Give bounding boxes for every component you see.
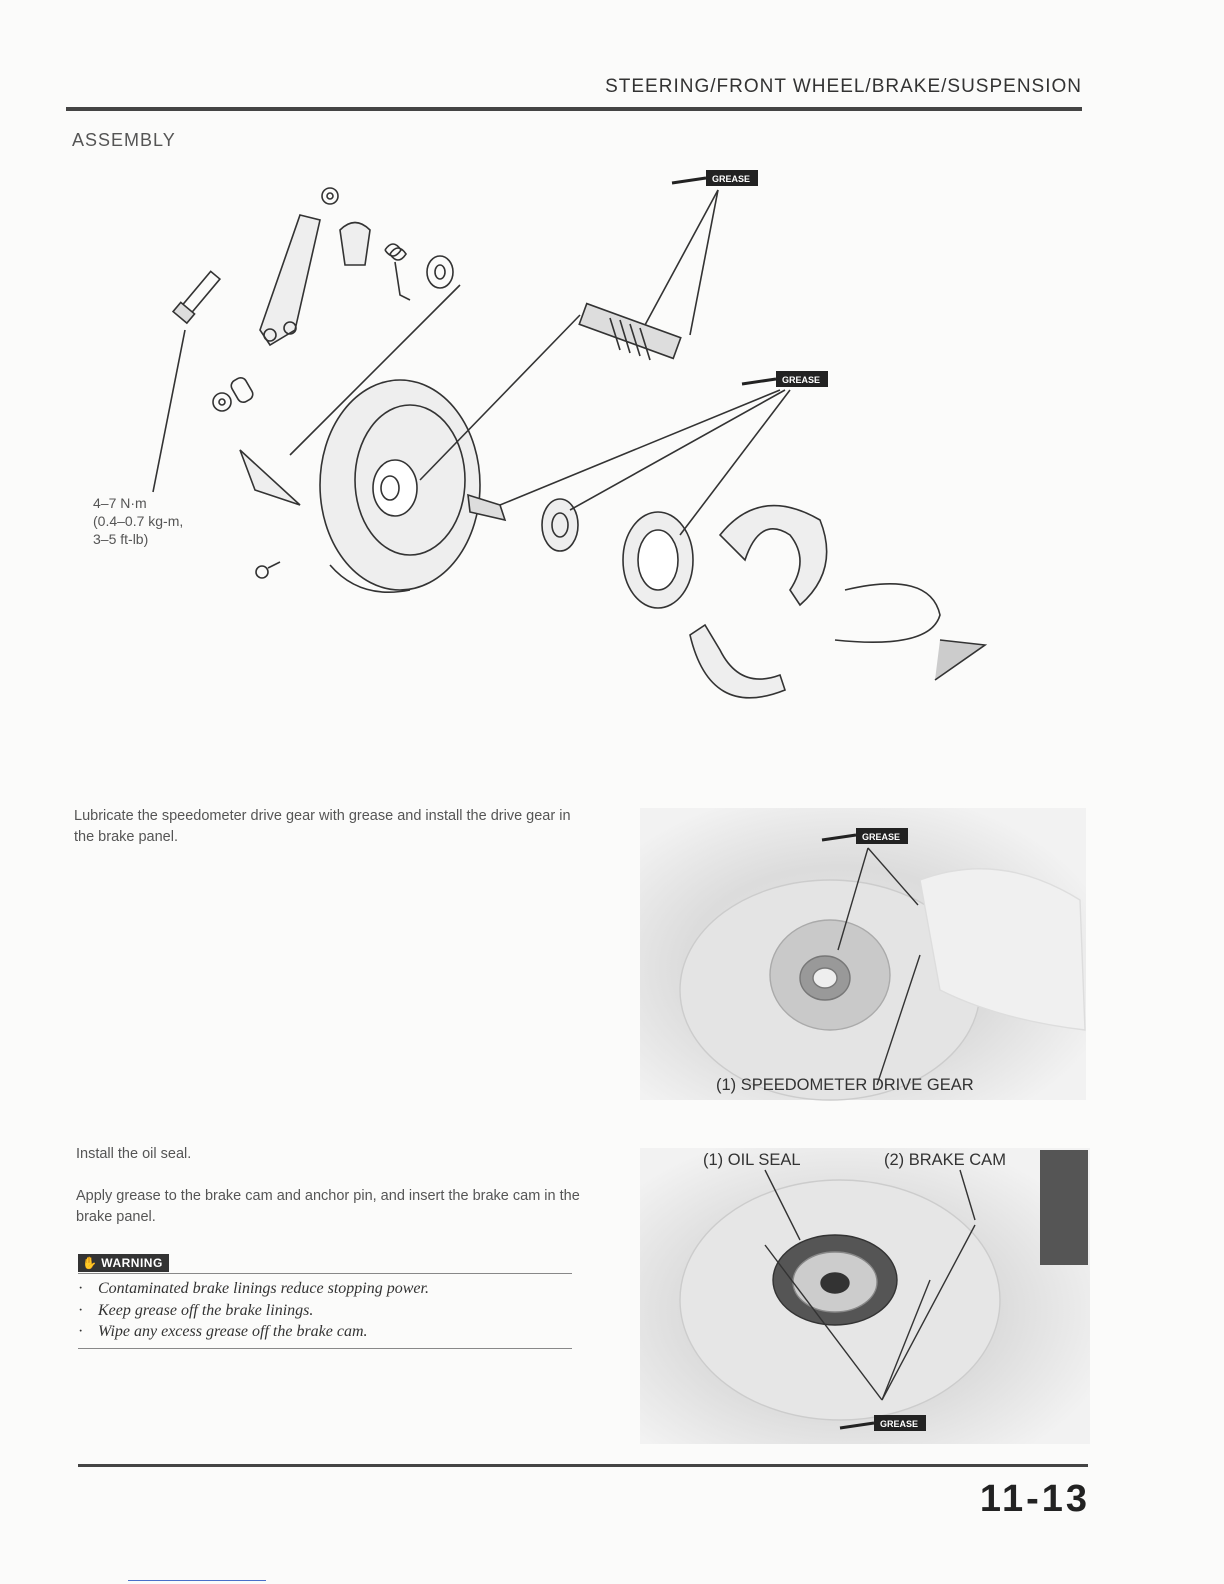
page-header-title: STEERING/FRONT WHEEL/BRAKE/SUSPENSION <box>605 76 1082 97</box>
torque-line: 3–5 ft-lb) <box>93 531 149 547</box>
nut <box>321 187 339 205</box>
bolt <box>171 270 222 325</box>
step-install-seal-text: Install the oil seal. <box>76 1146 192 1162</box>
screw <box>255 565 269 579</box>
grease-tag-photo2: GREASE <box>839 1415 926 1431</box>
speedometer-drive-gear <box>541 498 579 552</box>
wear-indicator <box>339 221 371 266</box>
svg-text:GREASE: GREASE <box>712 174 750 184</box>
grease-tag-middle: GREASE <box>741 371 828 387</box>
assembly-diagram: GREASE GREASE <box>152 170 988 699</box>
footer-rule <box>78 1464 1088 1467</box>
grease-tag-top: GREASE <box>671 170 758 186</box>
torque-line: (0.4–0.7 kg-m, <box>93 513 184 529</box>
footer-link-underline[interactable] <box>128 1580 266 1581</box>
warning-badge: ✋ WARNING <box>78 1254 169 1272</box>
brake-shoe-lower <box>689 623 786 699</box>
step-lubricate-text: Lubricate the speedometer drive gear wit… <box>74 808 571 845</box>
step-apply-grease-text: Apply grease to the brake cam and anchor… <box>76 1188 580 1225</box>
speedometer-shaft <box>578 302 682 361</box>
retaining-clip <box>834 583 941 643</box>
header-rule <box>66 107 1082 111</box>
warning-hand-icon: ✋ <box>82 1256 98 1270</box>
warning-rule-bottom <box>78 1348 572 1349</box>
svg-text:GREASE: GREASE <box>880 1419 918 1429</box>
warning-list: ·Contaminated brake linings reduce stopp… <box>78 1278 572 1343</box>
warning-label: WARNING <box>101 1256 163 1270</box>
warning-rule-top <box>78 1273 572 1274</box>
oil-seal <box>622 511 694 609</box>
photo2-label-brake-cam: (2) BRAKE CAM <box>884 1151 1006 1169</box>
photo1-label: (1) SPEEDOMETER DRIVE GEAR <box>716 1076 974 1094</box>
section-title: ASSEMBLY <box>72 130 176 150</box>
return-spring <box>384 243 411 301</box>
page-number: 11-13 <box>979 1478 1090 1520</box>
brake-shoe-upper <box>718 504 828 607</box>
drive-pin <box>212 377 254 412</box>
warning-item: ·Keep grease off the brake linings. <box>78 1301 314 1319</box>
warning-item: ·Contaminated brake linings reduce stopp… <box>78 1280 429 1297</box>
svg-text:GREASE: GREASE <box>862 832 900 842</box>
warning-item: ·Wipe any excess grease off the brake ca… <box>78 1323 368 1340</box>
washer <box>426 255 454 289</box>
torque-spec: 4–7 N·m (0.4–0.7 kg-m, 3–5 ft-lb) <box>93 494 183 548</box>
grease-tag-photo1: GREASE <box>821 828 908 844</box>
photo2-label-oil-seal: (1) OIL SEAL <box>703 1151 801 1169</box>
brake-arm <box>259 214 321 347</box>
svg-text:GREASE: GREASE <box>782 375 820 385</box>
torque-line: 4–7 N·m <box>93 495 147 511</box>
